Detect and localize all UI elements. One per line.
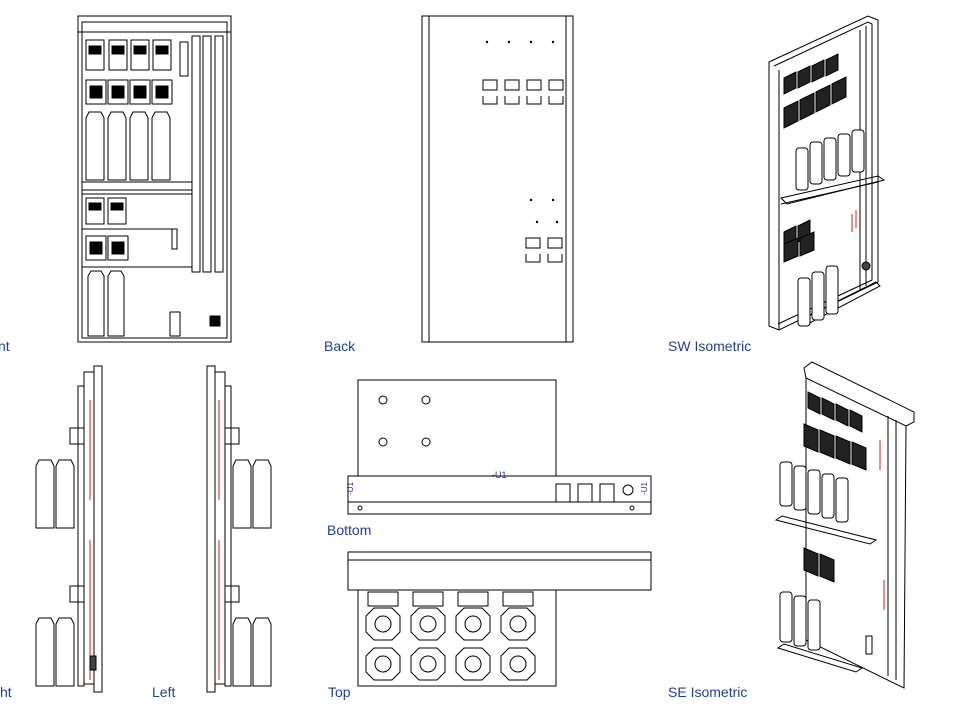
- view-label-se-isometric: SE Isometric: [668, 684, 748, 700]
- u1-tag-bottom: -U1: [492, 470, 507, 480]
- top-breakers: [367, 591, 534, 607]
- top-view: [347, 551, 652, 687]
- front-capacitors-upper: [85, 111, 171, 181]
- right-view: [35, 365, 103, 693]
- view-label-back: Back: [324, 338, 356, 354]
- bottom-connectors: [555, 483, 615, 503]
- left-capacitors: [232, 459, 272, 687]
- view-label-sw-isometric: SW Isometric: [668, 338, 752, 354]
- view-label-left: Left: [152, 684, 176, 700]
- se-iso-rail-marks: [879, 440, 885, 610]
- left-view: [206, 365, 272, 693]
- back-view: [421, 15, 574, 343]
- front-contactors-lower: [85, 235, 129, 261]
- se-isometric-view: [774, 361, 915, 689]
- sw-iso-capacitors: [795, 129, 865, 327]
- front-contactors-row: [85, 79, 173, 105]
- u1-tag-plate-left: -U1: [345, 482, 355, 495]
- top-capacitor-caps: [365, 607, 536, 681]
- sw-iso-rail-marks: [851, 210, 857, 232]
- se-iso-capacitors: [779, 461, 849, 651]
- front-breakers-row: [85, 39, 172, 71]
- bottom-bolt-heads: [378, 395, 431, 447]
- front-breakers-lower: [85, 197, 127, 225]
- view-label-bottom: Bottom: [327, 522, 372, 538]
- front-view: [77, 15, 232, 343]
- se-iso-devices: [803, 391, 867, 583]
- sw-isometric-view: [768, 15, 886, 331]
- view-label-right: Right: [0, 684, 12, 700]
- sw-iso-devices: [783, 53, 847, 263]
- view-label-top: Top: [328, 684, 351, 700]
- view-label-front: Front: [0, 338, 10, 354]
- right-capacitors: [35, 459, 75, 687]
- u1-tag-plate-right: -U1: [639, 482, 649, 495]
- back-mounting-cutouts: [482, 79, 564, 263]
- front-capacitors-lower: [87, 270, 125, 337]
- bottom-view: [347, 379, 652, 515]
